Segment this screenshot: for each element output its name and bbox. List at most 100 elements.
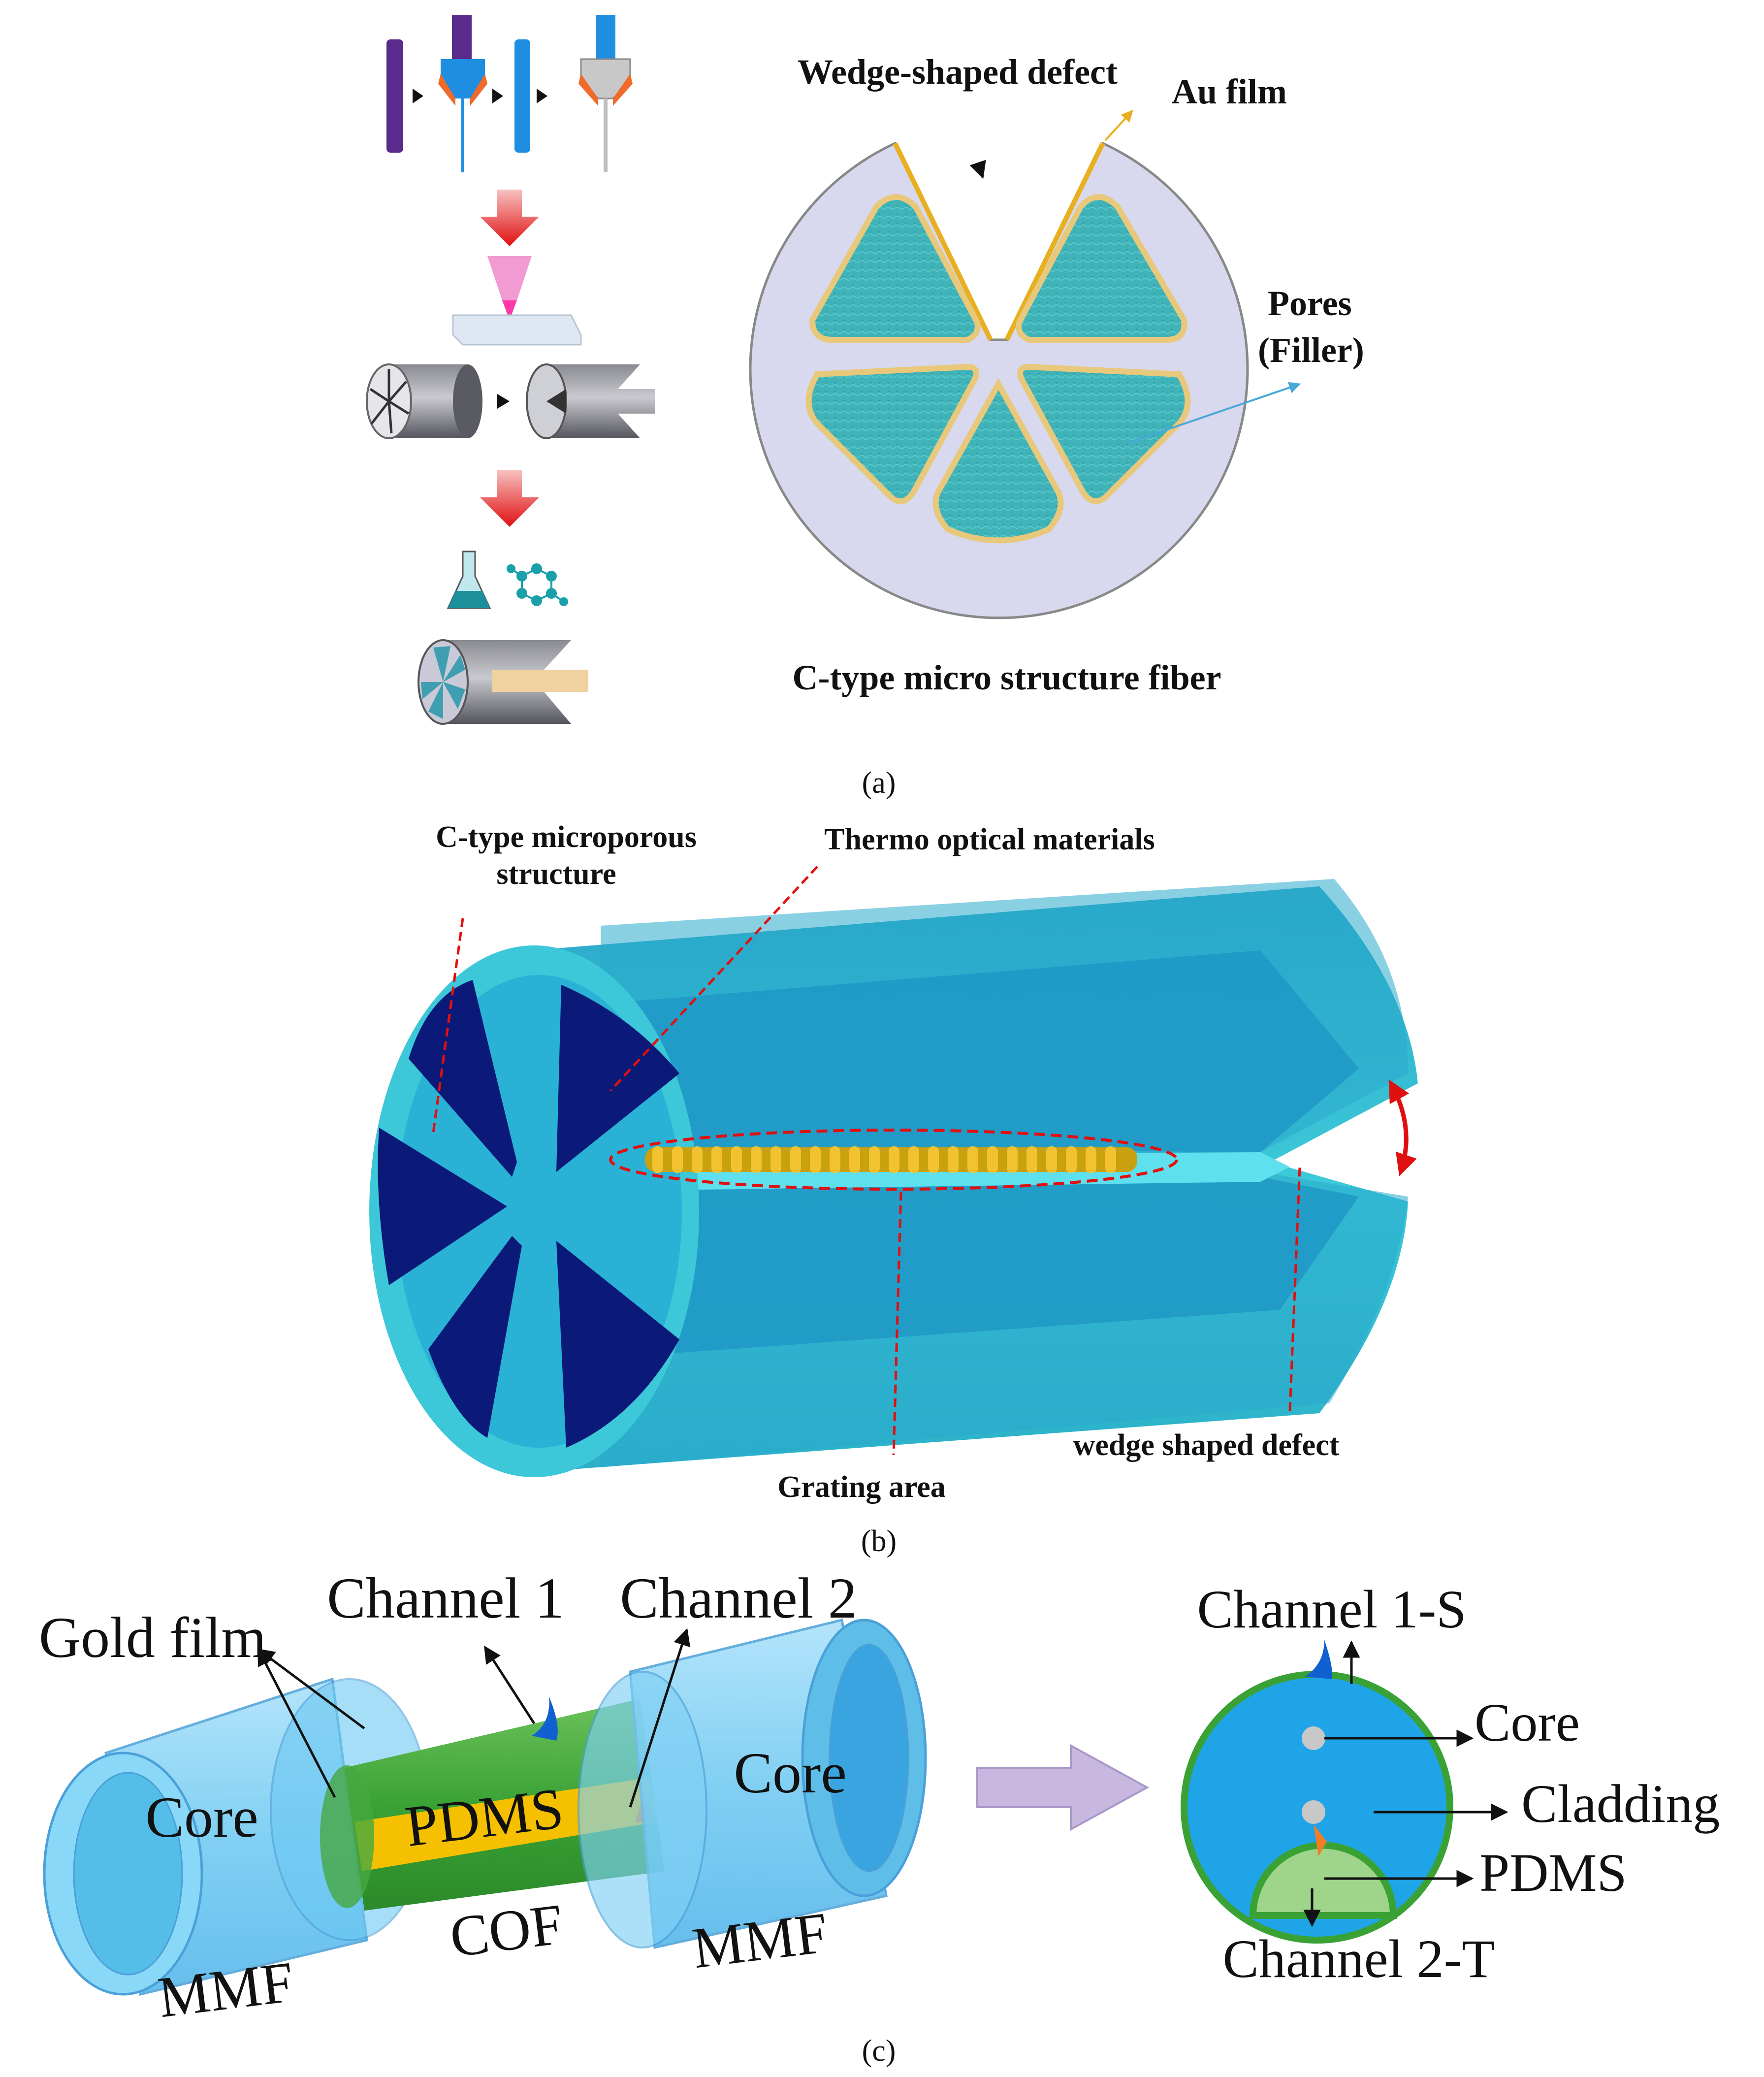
label-c-type-fiber: C-type micro structure fiber [792, 658, 1221, 697]
filled-fiber [417, 639, 588, 725]
grey-cylinder-1-end [453, 364, 482, 438]
c-type-cross-section [749, 110, 1301, 619]
core-dot-2 [1302, 1800, 1325, 1824]
fiber-cutting [366, 363, 655, 439]
pore-1 [809, 194, 981, 343]
filling-materials [447, 551, 568, 609]
ctype-pointer [432, 918, 464, 1133]
filled-fiber-pores [421, 646, 465, 719]
face-spokes-1 [369, 369, 410, 434]
label-gold-film: Gold film [39, 1605, 266, 1670]
label-wedge-shaped-defect: wedge shaped defect [1073, 1428, 1340, 1462]
pdms-circle [1249, 1842, 1397, 1919]
laser-beam [502, 300, 517, 320]
pore-face-1 [409, 980, 517, 1177]
pore-4 [1017, 363, 1191, 504]
pore-face-3 [378, 1128, 507, 1285]
label-wedge-defect: Wedge-shaped defect [798, 52, 1118, 92]
label-channel-1-s: Channel 1-S [1197, 1579, 1467, 1639]
panel-b: C-type microporous structure Thermo opti… [369, 820, 1418, 1558]
pore-5 [932, 378, 1064, 544]
pore-face-5 [556, 1241, 679, 1448]
mmf-right [577, 1618, 927, 1949]
panel-a: Wedge-shaped defect Au film Pores (Fille… [366, 15, 1364, 800]
flow-arrow-2 [480, 470, 539, 527]
heater-right-2 [613, 74, 633, 106]
mmf-right-face [577, 1671, 707, 1948]
grey-cylinder-2-notch [546, 389, 566, 414]
label-c-type-structure-2: structure [496, 857, 616, 891]
heater-left-2 [578, 74, 598, 106]
label-pores: Pores [1268, 284, 1352, 323]
step-arrow-1 [413, 89, 423, 103]
label-channel-2: Channel 2 [620, 1566, 857, 1630]
grating-highlight-ellipse [609, 1129, 1178, 1191]
channel-2-pointer [629, 1628, 691, 1808]
step-arrow-4 [497, 394, 510, 409]
label-au-film: Au film [1172, 72, 1287, 111]
laser-writing [452, 256, 582, 346]
pointer-lines-c [257, 1628, 691, 1808]
au-film-pointer [1104, 110, 1133, 141]
label-cladding: Cladding [1521, 1774, 1720, 1834]
drawn-fiber-2 [604, 98, 608, 172]
label-grating-area: Grating area [777, 1470, 946, 1504]
preform-steps [386, 15, 633, 172]
pointer-lines-b [432, 866, 1301, 1456]
filled-fiber-gold [492, 670, 588, 692]
au-film-edges [893, 142, 1105, 341]
upper-lobe [591, 950, 1359, 1152]
label-channel-2-t: Channel 2-T [1223, 1929, 1495, 1989]
pore-face-4 [428, 1236, 522, 1438]
preform-rod-4-top [596, 15, 615, 59]
core-dot-1 [1302, 1726, 1325, 1750]
channel-2-t-tip [1314, 1824, 1327, 1856]
channel-1-pointer [483, 1646, 536, 1724]
glass-slide [452, 314, 582, 346]
grating-pointer [892, 1191, 902, 1456]
mmf-right-core [829, 1644, 909, 1872]
grating-area [609, 1129, 1178, 1191]
c-type-pores [378, 980, 679, 1448]
gold-film-pointer-1 [257, 1648, 336, 1798]
laser-objective [487, 256, 532, 300]
transition-arrow [976, 1744, 1150, 1831]
channel-1-s-tip [1305, 1640, 1332, 1679]
label-channel-1: Channel 1 [327, 1566, 564, 1630]
drawing-funnel-1 [441, 59, 485, 98]
preform-rod-3 [514, 39, 530, 153]
mmf-left-core [73, 1772, 183, 1976]
caption-c: (c) [862, 2034, 896, 2068]
label-c-type-structure: C-type microporous [436, 820, 697, 854]
panel-c: Channel 1 Channel 2 Gold film Core PDMS … [39, 1566, 1720, 2068]
wedge-rotation-arrow [1388, 1079, 1417, 1176]
preform-rod-1 [386, 39, 403, 153]
cof-cross-section [1181, 1640, 1508, 1944]
preform-rod-2-top [452, 15, 472, 59]
caption-a: (a) [862, 766, 896, 800]
pore-3 [805, 363, 979, 504]
label-thermo-optical: Thermo optical materials [824, 823, 1155, 856]
label-core-left: Core [145, 1785, 258, 1850]
pore-2 [1016, 194, 1187, 343]
label-filler: (Filler) [1258, 330, 1364, 370]
label-core-right: Core [734, 1741, 846, 1805]
pointer-lines-x [1303, 1640, 1508, 1927]
step-arrow-2 [492, 89, 503, 103]
molecule-icon [507, 563, 568, 606]
drawn-fiber-1 [461, 98, 464, 172]
lower-lobe [591, 1177, 1359, 1359]
caption-b: (b) [861, 1525, 897, 1558]
cof-left-face [320, 1765, 374, 1908]
label-pdms-x: PDMS [1479, 1843, 1627, 1903]
label-cof: COF [447, 1892, 567, 1970]
channel-1-tip [532, 1696, 558, 1741]
pores-filler [805, 194, 1191, 544]
heater-left-1 [438, 74, 455, 106]
wedge-pointer [969, 160, 986, 179]
pores-pointer [1127, 382, 1301, 444]
grating-teeth [652, 1146, 1116, 1173]
flask-liquid [448, 591, 490, 608]
flow-arrow-1 [480, 190, 539, 246]
